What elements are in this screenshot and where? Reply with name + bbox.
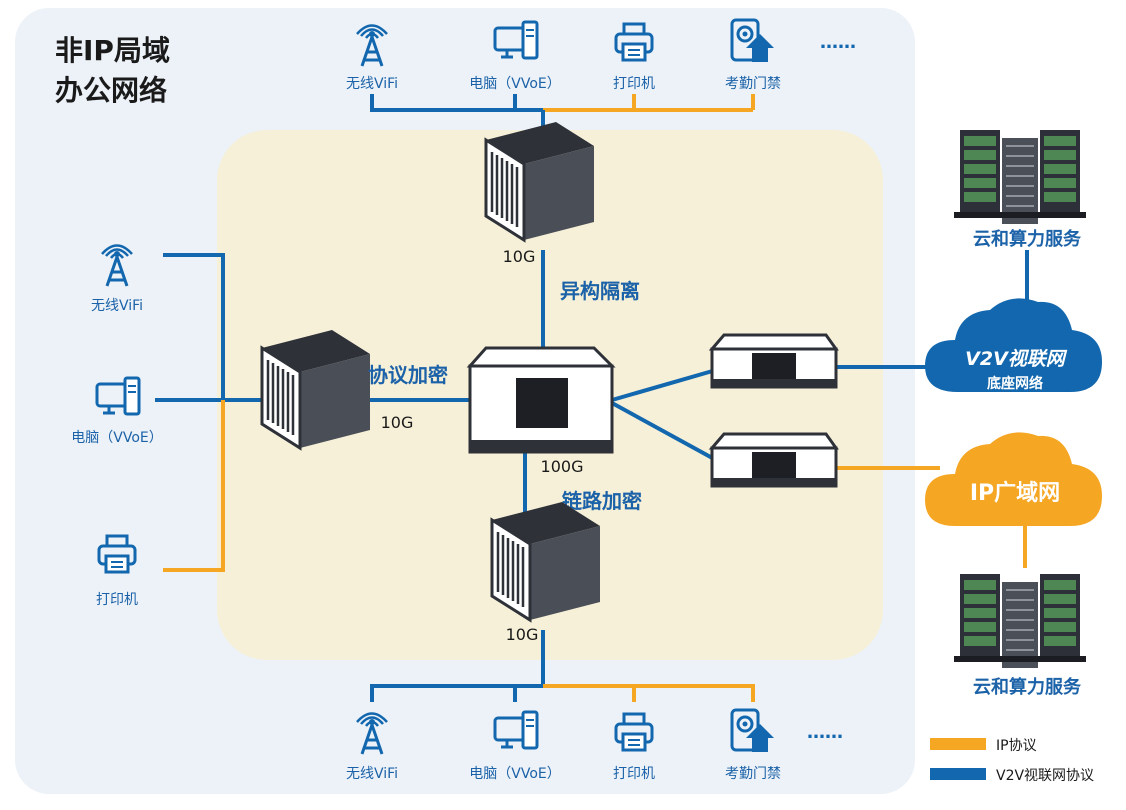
lan-title-line1: 非IP局域: [55, 34, 170, 67]
legend-ip-label: IP协议: [996, 738, 1037, 754]
bottom-access-label: 考勤门禁: [725, 766, 781, 782]
top-access-label: 考勤门禁: [725, 76, 781, 92]
left-wifi-label: 无线ViFi: [91, 298, 143, 314]
core-to-upper-right-link: [611, 368, 717, 402]
left-connections: [155, 253, 470, 572]
core-switch: [466, 346, 616, 454]
top-wifi-label: 无线ViFi: [346, 76, 398, 92]
top-more-dots: ……: [820, 32, 856, 53]
left-pc-label: 电脑（VVoE）: [71, 430, 162, 446]
bottom-switch: [490, 500, 602, 622]
top-switch: [484, 120, 596, 242]
v2v-cloud: [925, 298, 1102, 392]
bottom-cloud-service-label: 云和算力服务: [973, 676, 1082, 698]
legend-v2v-swatch: [930, 768, 986, 780]
top-server-icon: [953, 129, 1087, 225]
v2v-logo-text: V2V视联网: [965, 348, 1068, 370]
top-speed-label: 10G: [503, 247, 536, 266]
bottom-connections: [370, 630, 755, 702]
top-connections: [370, 94, 755, 148]
left-link-label: 协议加密: [368, 363, 448, 387]
lower-right-switch: [710, 432, 838, 488]
legend-v2v-label: V2V视联网协议: [996, 768, 1094, 784]
top-cloud-service-label: 云和算力服务: [973, 228, 1082, 250]
left-speed-label: 10G: [381, 413, 414, 432]
ip-wan-label: IP广域网: [970, 480, 1060, 506]
bottom-server-icon: [953, 573, 1087, 669]
core-to-lower-right-link: [611, 401, 717, 462]
left-switch: [260, 328, 372, 450]
top-link-label: 异构隔离: [560, 279, 640, 303]
bottom-link-label: 链路加密: [562, 489, 642, 513]
top-pc-label: 电脑（VVoE）: [469, 76, 560, 92]
v2v-sub-label: 底座网络: [987, 375, 1043, 392]
bottom-more-dots: ……: [807, 722, 843, 743]
bottom-printer-label: 打印机: [613, 765, 655, 782]
core-speed-label: 100G: [541, 457, 584, 476]
upper-right-switch: [710, 333, 838, 389]
bottom-wifi-label: 无线ViFi: [346, 766, 398, 782]
bottom-pc-label: 电脑（VVoE）: [469, 766, 560, 782]
bottom-speed-label: 10G: [506, 625, 539, 644]
top-printer-label: 打印机: [613, 75, 655, 92]
legend-ip-swatch: [930, 738, 986, 750]
ip-wan-cloud: [925, 432, 1102, 526]
left-printer-label: 打印机: [96, 591, 138, 608]
lan-title-line2: 办公网络: [55, 74, 167, 107]
